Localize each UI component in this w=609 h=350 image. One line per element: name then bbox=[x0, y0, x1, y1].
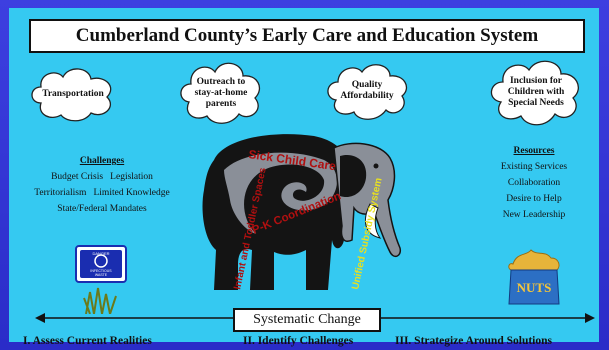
cloud-label-line: Inclusion for bbox=[509, 75, 562, 86]
elephant-ear bbox=[340, 154, 367, 198]
grass-icon bbox=[83, 287, 117, 314]
elephant-swirl bbox=[224, 152, 337, 234]
cloud-label-line: Affordability bbox=[340, 91, 394, 101]
elephant-illustration: Sick Child Care P-K Coordination Infant … bbox=[202, 134, 402, 291]
cloud-inclusion: Inclusion for Children with Special Need… bbox=[487, 56, 585, 128]
cloud-label-line: Special Needs bbox=[508, 97, 564, 108]
cloud-label-line: Children with bbox=[507, 86, 565, 97]
cloud-shape bbox=[31, 68, 112, 122]
resource-item: New Leadership bbox=[502, 210, 566, 220]
challenges-list: Challenges Budget Crisis Legislation Ter… bbox=[17, 156, 187, 220]
challenges-heading: Challenges bbox=[79, 156, 125, 166]
cloud-quality: Quality Affordability bbox=[324, 60, 410, 122]
elephant-tusk bbox=[364, 203, 382, 239]
resource-item: Desire to Help bbox=[506, 194, 562, 204]
cloud-label-line: Outreach to bbox=[196, 76, 246, 87]
elephant-eye bbox=[373, 163, 379, 169]
page-title: Cumberland County’s Early Care and Educa… bbox=[75, 25, 539, 46]
hazard-sign: DANGER INFECTIOUS WASTE bbox=[75, 245, 127, 314]
cloud-label-line: Quality bbox=[351, 80, 383, 90]
stage-2: II. Identify Challenges bbox=[243, 335, 354, 347]
cloud-outreach: Outreach to stay-at-home parents bbox=[177, 58, 265, 128]
challenges-line: State/Federal Mandates bbox=[57, 204, 147, 214]
resources-list: Resources Existing Services Collaboratio… bbox=[479, 146, 589, 226]
nuts-icon bbox=[508, 249, 560, 271]
resource-item: Existing Services bbox=[500, 162, 568, 172]
challenges-line: Territorialism Limited Knowledge bbox=[34, 188, 170, 198]
slide-panel: Cumberland County’s Early Care and Educa… bbox=[9, 8, 599, 347]
cloud-shape bbox=[490, 60, 579, 126]
nuts-label: NUTS bbox=[517, 280, 552, 295]
cloud-label: Transportation bbox=[42, 88, 104, 99]
systematic-change-box: Systematic Change bbox=[233, 308, 381, 332]
systematic-change-label: Systematic Change bbox=[253, 312, 361, 327]
cloud-shape bbox=[327, 64, 407, 120]
cloud-shape bbox=[180, 62, 260, 124]
cloud-label-line: stay-at-home bbox=[194, 87, 248, 98]
title-box: Cumberland County’s Early Care and Educa… bbox=[29, 19, 585, 53]
cloud-transportation: Transportation bbox=[27, 63, 119, 125]
hazard-line: WASTE bbox=[95, 273, 108, 277]
hazard-line: DANGER bbox=[92, 251, 109, 256]
cloud-label-line: parents bbox=[205, 98, 237, 109]
stage-3: III. Strategize Around Solutions bbox=[395, 335, 552, 347]
nuts-bag: NUTS bbox=[508, 249, 560, 305]
challenges-line: Budget Crisis Legislation bbox=[51, 172, 153, 182]
biohazard-icon bbox=[94, 254, 108, 268]
resource-item: Collaboration bbox=[507, 178, 561, 188]
resources-heading: Resources bbox=[513, 146, 555, 156]
hazard-line: INFECTIOUS bbox=[90, 269, 112, 273]
stage-1: I. Assess Current Realities bbox=[23, 335, 152, 347]
